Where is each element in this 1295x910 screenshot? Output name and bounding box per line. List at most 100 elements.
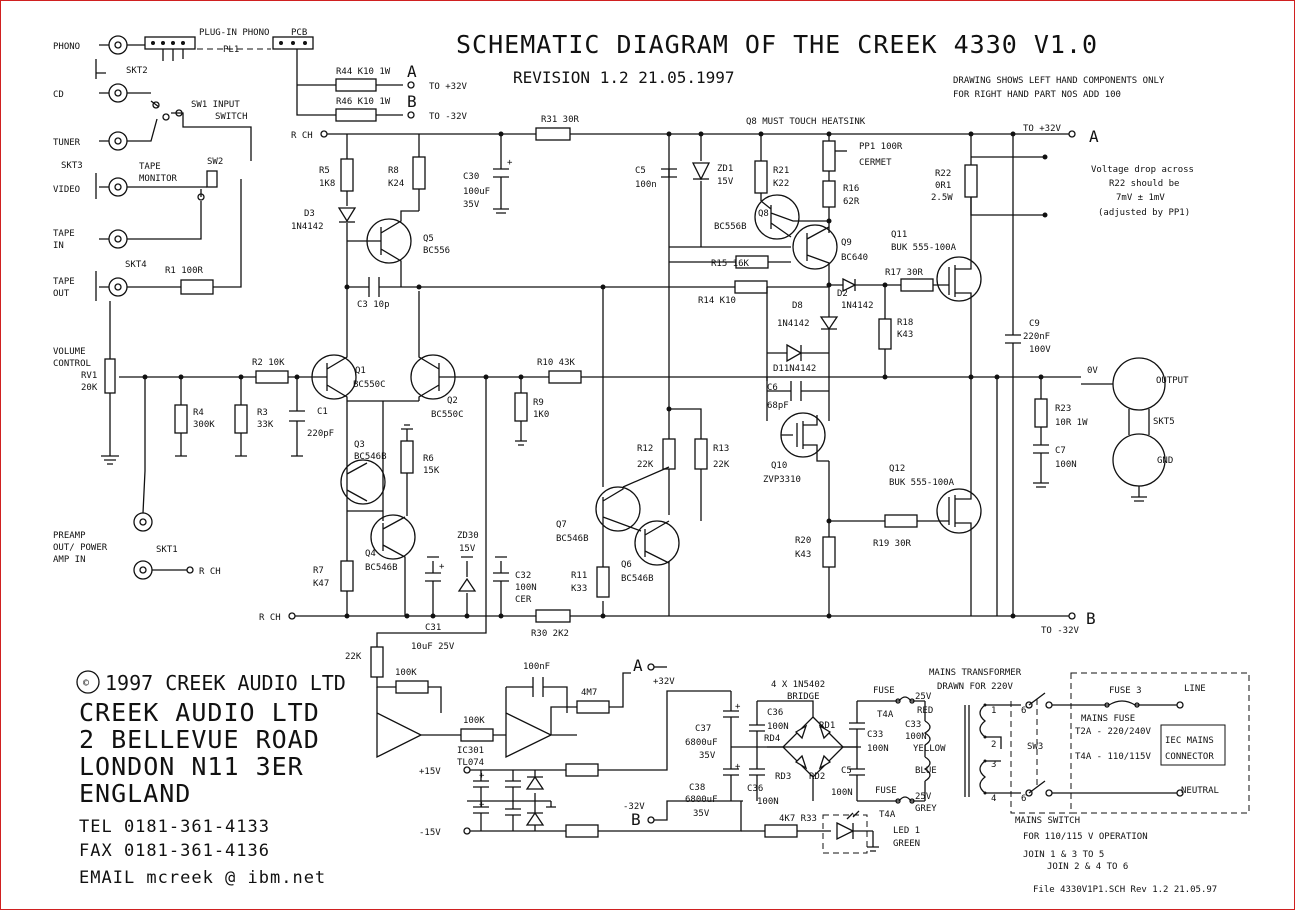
resistor-r7 bbox=[340, 560, 354, 592]
c37-value: 6800uF bbox=[685, 738, 718, 748]
r23-label: R23 bbox=[1055, 404, 1071, 414]
node-a-right: A bbox=[1089, 127, 1099, 146]
q2-label: Q2 bbox=[447, 396, 458, 406]
iec-connector bbox=[1160, 724, 1226, 766]
plug-in-header bbox=[144, 36, 196, 50]
ic301-label: IC301 bbox=[457, 746, 484, 756]
rv1-value: 20K bbox=[81, 383, 98, 393]
q8-value: BC556B bbox=[714, 222, 747, 232]
q10-value: ZVP3310 bbox=[763, 475, 801, 485]
q2-value: BC550C bbox=[431, 410, 464, 420]
v25-1-label: 25V bbox=[915, 692, 932, 702]
c7-label: C7 bbox=[1055, 446, 1066, 456]
mosfet-q12 bbox=[936, 488, 982, 534]
p15-label: +15V bbox=[419, 767, 441, 777]
zener-reg-m bbox=[525, 811, 545, 826]
rca-socket-cd bbox=[108, 83, 128, 103]
resistor-r4 bbox=[174, 404, 188, 434]
op-note-1: JOIN 1 & 3 TO 5 bbox=[1023, 850, 1104, 860]
zd1-label: ZD1 bbox=[717, 164, 733, 174]
volume-label-2: CONTROL bbox=[53, 359, 91, 369]
output-label: OUTPUT bbox=[1156, 376, 1189, 386]
t4a-mains-label: T4A - 110/115V bbox=[1075, 752, 1151, 762]
r18-label: R18 bbox=[897, 318, 913, 328]
transistor-q1 bbox=[311, 354, 357, 400]
tx-pin-4: 4 bbox=[991, 794, 996, 804]
c38-value2: 35V bbox=[693, 809, 710, 819]
pcb-label: PCB bbox=[291, 28, 307, 38]
resistor-r23 bbox=[1034, 398, 1048, 428]
r2-label: R2 10K bbox=[252, 358, 285, 368]
transistor-q9 bbox=[792, 224, 838, 270]
d3-label: D3 bbox=[304, 209, 315, 219]
resistor-r44 bbox=[335, 78, 377, 92]
c33a-value: 100N bbox=[867, 744, 889, 754]
zener-zd1 bbox=[691, 162, 711, 181]
iec-label-2: CONNECTOR bbox=[1165, 752, 1214, 762]
c38-label: C38 bbox=[689, 783, 705, 793]
pp1-value: CERMET bbox=[859, 158, 892, 168]
r44-label: R44 K10 1W bbox=[336, 67, 391, 77]
r100k-a-label: 100K bbox=[395, 668, 417, 678]
resistor-reg-p bbox=[565, 763, 599, 777]
rch-preamp-label: R CH bbox=[199, 567, 221, 577]
r21-value: K22 bbox=[773, 179, 789, 189]
resistor-r10 bbox=[548, 370, 582, 384]
note-vdrop-4: (adjusted by PP1) bbox=[1098, 208, 1190, 218]
resistor-r11 bbox=[596, 566, 610, 598]
d3-value: 1N4142 bbox=[291, 222, 324, 232]
rca-socket-tape-in bbox=[108, 229, 128, 249]
r30-label: R30 2K2 bbox=[531, 629, 569, 639]
node-a-top: A bbox=[407, 62, 417, 81]
resistor-r19 bbox=[884, 514, 918, 528]
q4-label: Q4 bbox=[365, 549, 376, 559]
r20-value: K43 bbox=[795, 550, 811, 560]
resistor-r18 bbox=[878, 318, 892, 350]
q12-value: BUK 555-100A bbox=[889, 478, 955, 488]
note-q8-heatsink: Q8 MUST TOUCH HEATSINK bbox=[746, 117, 866, 127]
skt2-label: SKT2 bbox=[126, 66, 148, 76]
r22-value: 0R1 bbox=[935, 181, 951, 191]
transistor-q8 bbox=[754, 194, 800, 240]
note-drawing-1: DRAWING SHOWS LEFT HAND COMPONENTS ONLY bbox=[953, 76, 1165, 86]
mains-transformer-label-1: MAINS TRANSFORMER bbox=[929, 668, 1022, 678]
d8-value: 1N4142 bbox=[777, 319, 810, 329]
q4-value: BC546B bbox=[365, 563, 398, 573]
r22-watt: 2.5W bbox=[931, 193, 953, 203]
gnd-label: GND bbox=[1157, 456, 1173, 466]
t4a2-label: T4A bbox=[879, 810, 896, 820]
q1-value: BC550C bbox=[353, 380, 386, 390]
c37-plus: + bbox=[735, 702, 741, 712]
resistor-r1 bbox=[180, 279, 214, 295]
c36b-value: 100N bbox=[757, 797, 779, 807]
r18-value: K43 bbox=[897, 330, 913, 340]
led-box bbox=[822, 814, 868, 854]
resistor-r14 bbox=[734, 280, 768, 294]
r7-value: K47 bbox=[313, 579, 329, 589]
c1-label: C1 bbox=[317, 407, 328, 417]
file-label: File 4330V1P1.SCH Rev 1.2 21.05.97 bbox=[1033, 885, 1217, 895]
rd2-label: RD2 bbox=[809, 772, 825, 782]
c31-label: C31 bbox=[425, 623, 441, 633]
skt5-label: SKT5 bbox=[1153, 417, 1175, 427]
volume-label-1: VOLUME bbox=[53, 347, 86, 357]
pp1-label: PP1 100R bbox=[859, 142, 903, 152]
company-address-2: LONDON N11 3ER bbox=[79, 752, 304, 781]
q6-value: BC546B bbox=[621, 574, 654, 584]
c5-value: 100n bbox=[635, 180, 657, 190]
led-label-1: LED 1 bbox=[893, 826, 920, 836]
d2-value: 1N4142 bbox=[841, 301, 874, 311]
c30-plus: + bbox=[507, 158, 513, 168]
r5-label: R5 bbox=[319, 166, 330, 176]
r16-value: 62R bbox=[843, 197, 860, 207]
r8-value: K24 bbox=[388, 179, 404, 189]
pcb-header bbox=[272, 36, 314, 50]
q11-label: Q11 bbox=[891, 230, 907, 240]
ic301-value: TL074 bbox=[457, 758, 484, 768]
mains-switch-label: MAINS SWITCH bbox=[1015, 816, 1080, 826]
r8-label: R8 bbox=[388, 166, 399, 176]
resistor-r21 bbox=[754, 160, 768, 194]
tape-in-label-1: TAPE bbox=[53, 229, 75, 239]
